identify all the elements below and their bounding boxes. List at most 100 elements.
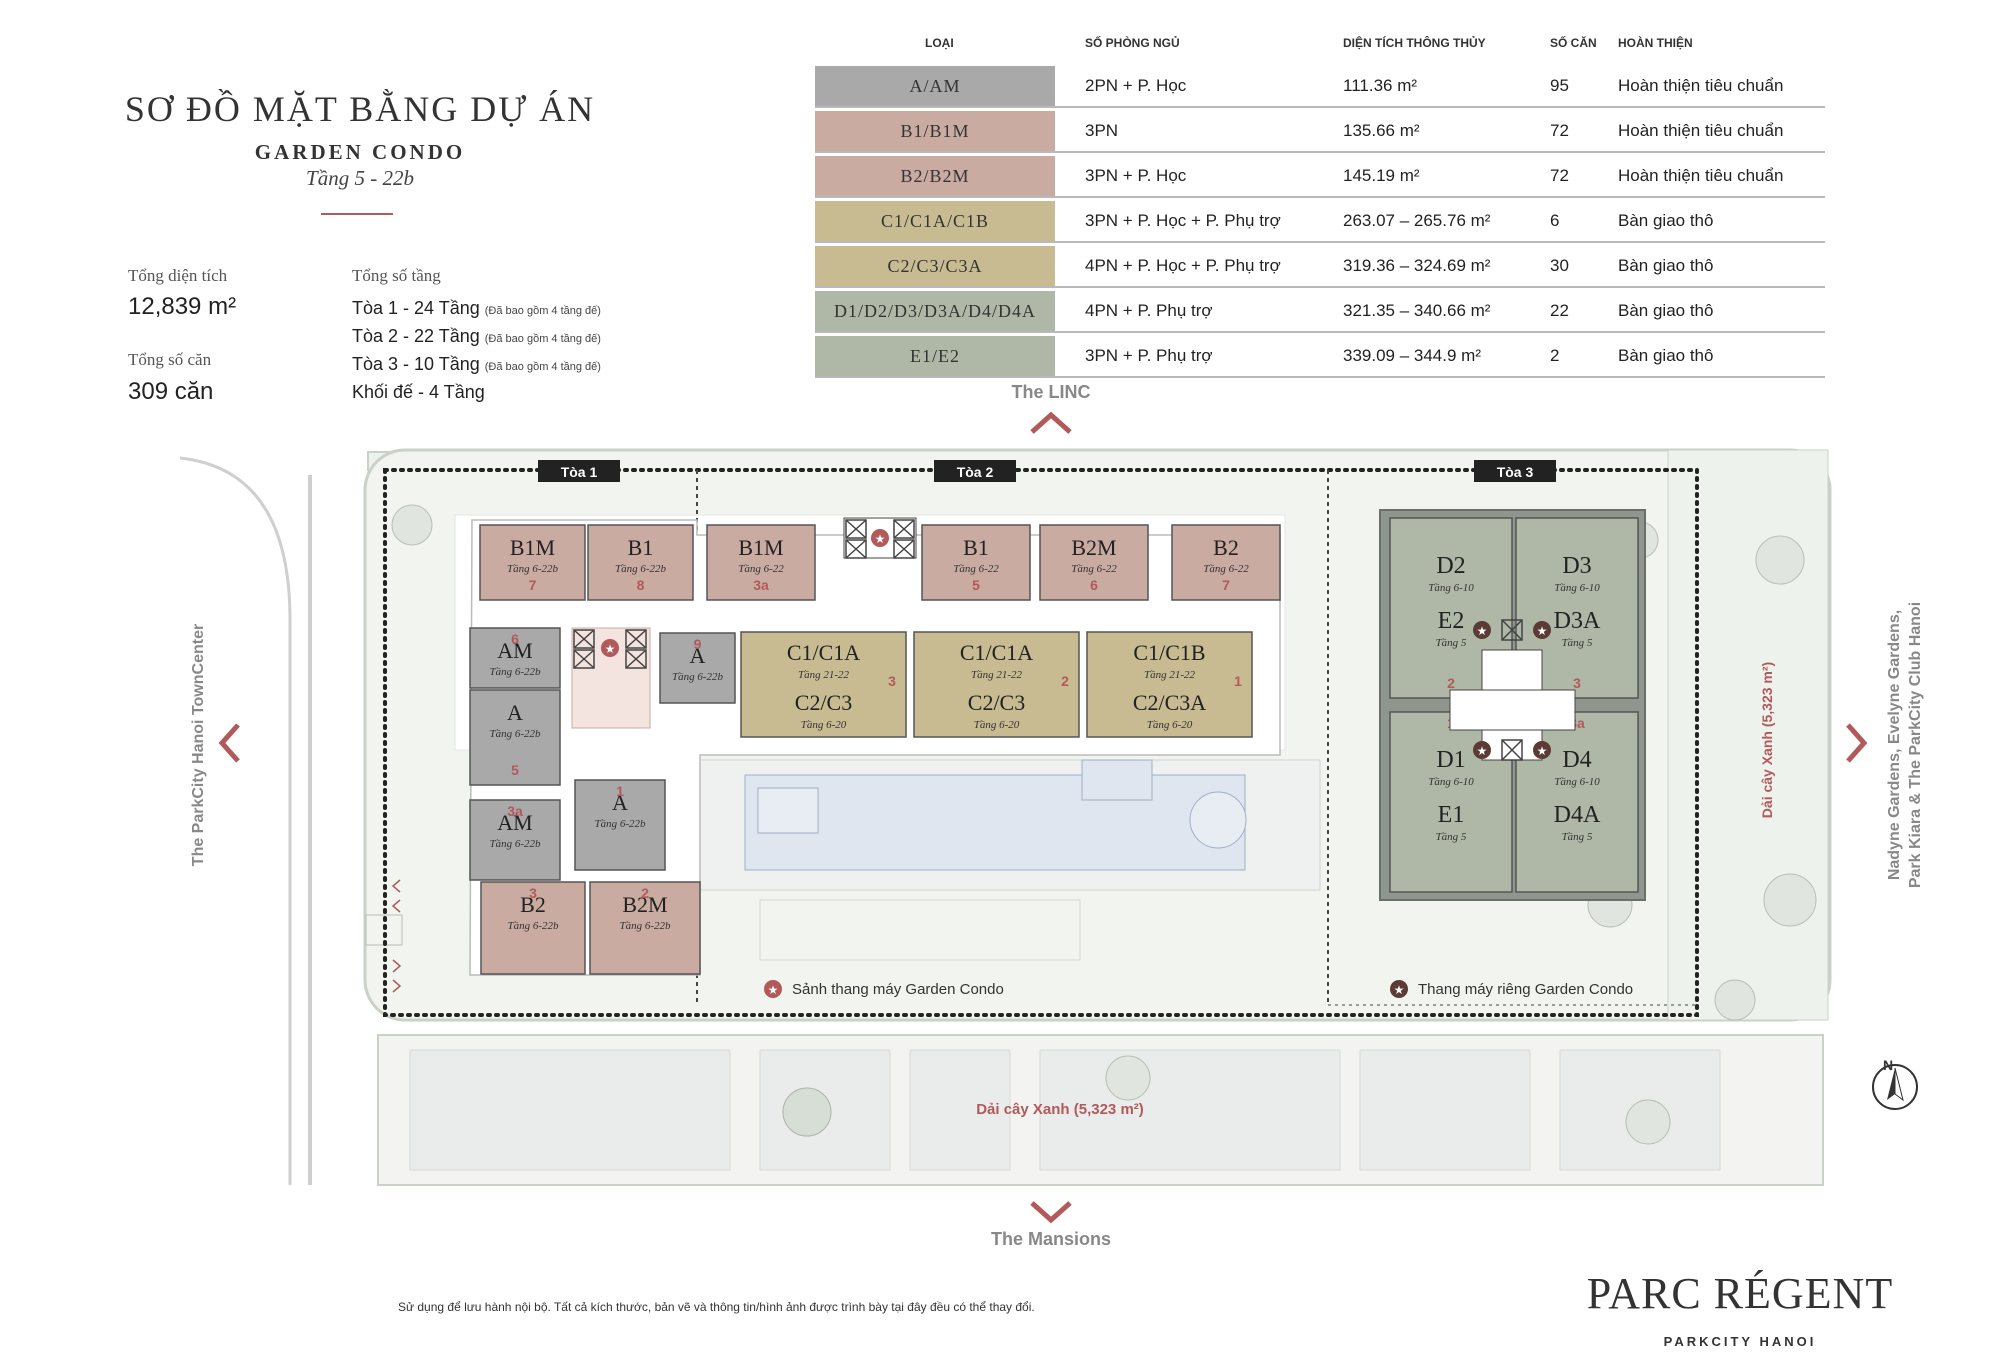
direction-south: The Mansions [991, 1229, 1111, 1249]
unit-name: C2/C3 [968, 690, 1025, 715]
unit-number: 3a [753, 577, 769, 593]
unit-floors: Tầng 6-22b [489, 666, 541, 678]
disclaimer: Sử dụng để lưu hành nội bộ. Tất cả kích … [398, 1300, 1035, 1314]
table-header: DIỆN TÍCH THÔNG THỦY [1343, 36, 1486, 50]
lobby-star-icon [764, 980, 782, 998]
unit-number: 8 [637, 577, 645, 593]
bedrooms-cell: 4PN + P. Phụ trợ [1085, 301, 1213, 320]
unit-floors: Tầng 5 [1562, 831, 1593, 843]
unit-floors: Tầng 21-22 [798, 669, 850, 681]
unit-number: 1 [616, 783, 624, 799]
unit-shape [479, 524, 586, 601]
unit-shape [913, 631, 1080, 738]
unit-number: 2 [1061, 673, 1069, 689]
unit-number: 7 [1222, 577, 1230, 593]
unit-floors: Tầng 6-20 [974, 719, 1020, 731]
unit-name: E2 [1438, 608, 1465, 634]
finish-cell: Bàn giao thô [1618, 346, 1714, 365]
unit-name: AM [497, 638, 532, 663]
unit-shape [469, 689, 561, 786]
lobby-star-icon [601, 639, 619, 657]
area-cell: 135.66 m² [1343, 121, 1420, 140]
bedrooms-cell: 3PN + P. Học [1085, 166, 1187, 185]
green-strip-vertical-label: Dải cây Xanh (5,323 m²) [1759, 662, 1775, 818]
unit-shape [1086, 631, 1253, 738]
unit-floors: Tầng 6-22 [1203, 563, 1249, 575]
count-cell: 95 [1550, 76, 1569, 95]
unit-floors: Tầng 6-22 [953, 563, 999, 575]
unit-number: 3 [1573, 675, 1581, 691]
unit-shape [706, 524, 816, 601]
private-lift-star-icon [1473, 621, 1491, 639]
tower-label: Tòa 3 [1497, 464, 1534, 480]
private-lift-star-icon [1390, 980, 1408, 998]
finish-cell: Hoàn thiện tiêu chuẩn [1618, 76, 1784, 95]
total-floors-label: Tổng số tầng [352, 266, 441, 285]
arrow-up-icon [1030, 411, 1072, 434]
unit-floors: Tầng 6-22b [489, 728, 541, 740]
unit-type-swatch: B2/B2M [815, 156, 1055, 196]
unit-block[interactable]: AM Tầng 6-22b 6 [469, 627, 561, 689]
compass-icon: N [1872, 1057, 1918, 1110]
area-cell: 145.19 m² [1343, 166, 1420, 185]
tower-label: Tòa 1 [561, 464, 598, 480]
total-units-value: 309 căn [128, 378, 214, 405]
finish-cell: Bàn giao thô [1618, 211, 1714, 230]
arrow-down-icon [1030, 1201, 1072, 1224]
unit-name: D2 [1436, 553, 1465, 579]
unit-number: 3 [888, 673, 896, 689]
unit-name: D4A [1554, 802, 1601, 828]
svg-text:★: ★ [605, 642, 616, 656]
page-title: SƠ ĐỒ MẶT BẰNG DỰ ÁN [124, 89, 596, 129]
unit-shape [1039, 524, 1149, 601]
unit-number: 7 [529, 577, 537, 593]
count-cell: 30 [1550, 256, 1569, 275]
unit-shape [587, 524, 694, 601]
unit-name: B1 [963, 535, 989, 560]
unit-name: C1/C1B [1133, 640, 1205, 665]
unit-number: 6 [1090, 577, 1098, 593]
unit-floors: Tầng 6-10 [1428, 776, 1474, 788]
table-header: LOẠI [925, 36, 954, 50]
unit-floors: Tầng 5 [1436, 637, 1467, 649]
direction-west: The ParkCity Hanoi TownCenter [190, 624, 207, 866]
count-cell: 22 [1550, 301, 1569, 320]
unit-name: A [612, 790, 628, 815]
unit-name: D4 [1562, 747, 1591, 773]
legend-private-lift: Thang máy riêng Garden Condo [1418, 981, 1633, 998]
bedrooms-cell: 2PN + P. Học [1085, 76, 1187, 95]
unit-number: 5 [972, 577, 980, 593]
unit-name: B2M [622, 892, 667, 917]
unit-floors: Tầng 21-22 [971, 669, 1023, 681]
count-cell: 72 [1550, 121, 1569, 140]
svg-text:N: N [1883, 1057, 1893, 1073]
unit-floors: Tầng 6-22 [1071, 563, 1117, 575]
unit-number: 6 [511, 631, 519, 647]
direction-north: The LINC [1012, 382, 1091, 402]
tower-floors-line: Tòa 3 - 10 Tầng (Đã bao gồm 4 tầng đế) [352, 354, 601, 374]
tower-floors-line: Khối đế - 4 Tầng [352, 382, 485, 402]
lobby-markers: ★ ★ [601, 529, 889, 657]
legend-lobby: Sảnh thang máy Garden Condo [792, 981, 1004, 998]
title-divider [321, 213, 393, 215]
unit-number: 9 [694, 636, 702, 652]
arrow-left-icon [218, 723, 240, 763]
svg-text:★: ★ [1537, 744, 1548, 758]
